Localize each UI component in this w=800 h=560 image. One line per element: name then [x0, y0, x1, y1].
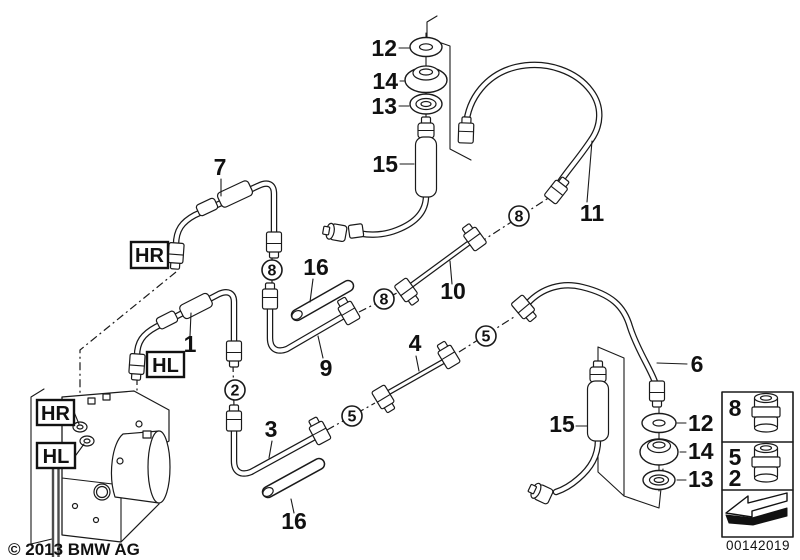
callout-11[interactable]: 11 [580, 200, 605, 226]
hl-label: HL [152, 355, 179, 377]
callout-16-bottom[interactable]: 16 [281, 508, 307, 534]
union-fitting-icon [751, 392, 781, 433]
brake-hose-1 [127, 289, 243, 382]
callout-9[interactable]: 9 [320, 355, 333, 381]
washer-13-right [642, 469, 676, 491]
label-box-hl-mid: HL [145, 350, 186, 379]
legend-ref-8[interactable]: 8 [729, 395, 742, 421]
brake-pipe-10 [393, 221, 488, 308]
plate-number: 00142019 [726, 538, 790, 553]
hr-label: HR [135, 245, 164, 267]
washer-12-top [409, 36, 443, 58]
legend-box: 8 5 2 [721, 391, 794, 538]
copyright-text: © 2013 BMW AG [8, 540, 140, 559]
callout-15-right[interactable]: 15 [549, 411, 575, 437]
washer-12-right [641, 412, 677, 434]
vibration-damper-15-top [321, 116, 438, 243]
circled-callout-5-bottom[interactable]: 5 [341, 405, 363, 427]
leader-lines [73, 47, 688, 514]
callout-12-top[interactable]: 12 [371, 35, 397, 61]
circled-callout-8-mid[interactable]: 8 [373, 288, 395, 310]
union-fitting-icon [751, 442, 781, 483]
circled-callout-8-left[interactable]: 8 [261, 259, 283, 281]
label-box-hl-unit: HL [35, 441, 77, 470]
brake-hose-11 [457, 61, 603, 206]
circled-callout-8-right[interactable]: 8 [508, 205, 530, 227]
brake-pipe-3 [225, 404, 332, 477]
callout-4[interactable]: 4 [409, 330, 422, 356]
brake-hose-6 [510, 282, 666, 408]
callout-7[interactable]: 7 [214, 154, 227, 180]
brake-hose-7 [166, 180, 283, 271]
callout-8-text[interactable]: 8 [268, 263, 277, 280]
callout-5-text[interactable]: 5 [348, 409, 357, 426]
banjo-fitting [321, 221, 348, 243]
callout-8-text[interactable]: 8 [515, 209, 524, 226]
callout-5-text[interactable]: 5 [482, 329, 491, 346]
callout-8-text[interactable]: 8 [380, 292, 389, 309]
callout-14-top[interactable]: 14 [372, 68, 398, 94]
protective-tube-16-mid [290, 279, 355, 322]
vibration-damper-15-right [525, 360, 610, 506]
callout-15-top[interactable]: 15 [372, 151, 398, 177]
abs-hydro-unit [30, 388, 171, 557]
protective-tube-16-bottom [261, 457, 326, 499]
hl-label: HL [43, 446, 70, 468]
callout-10[interactable]: 10 [440, 278, 466, 304]
legend-ref-5[interactable]: 5 [729, 444, 742, 470]
callout-16-mid[interactable]: 16 [303, 254, 329, 280]
label-box-hr-top: HR [129, 240, 170, 270]
callout-14-right[interactable]: 14 [688, 438, 714, 464]
callout-6[interactable]: 6 [691, 351, 704, 377]
grommet-14-top [404, 65, 448, 94]
banjo-fitting [525, 479, 555, 506]
circled-callout-2[interactable]: 2 [224, 379, 246, 401]
legend-ref-2[interactable]: 2 [729, 465, 742, 491]
callout-2-text[interactable]: 2 [231, 383, 240, 400]
callout-12-right[interactable]: 12 [688, 410, 714, 436]
circled-callout-5-right[interactable]: 5 [475, 325, 497, 347]
callout-1[interactable]: 1 [184, 331, 197, 357]
callout-3[interactable]: 3 [265, 416, 278, 442]
callout-13-right[interactable]: 13 [688, 466, 714, 492]
direction-arrow-icon [725, 492, 788, 526]
hr-label: HR [41, 403, 70, 425]
label-box-hr-unit: HR [35, 398, 76, 427]
brake-pipe-9 [261, 282, 362, 354]
washer-13-top [409, 93, 443, 115]
grommet-14-right [639, 438, 679, 466]
brake-pipe-4 [370, 338, 462, 416]
callout-13-top[interactable]: 13 [371, 93, 397, 119]
